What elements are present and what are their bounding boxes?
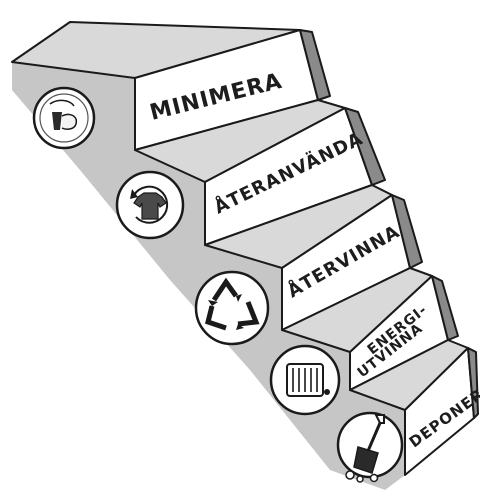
reuse-shirt-icon [117,172,183,238]
hand-holding-cup-icon [34,88,94,148]
recycle-arrows-icon [196,272,268,344]
radiator-icon [271,346,339,414]
